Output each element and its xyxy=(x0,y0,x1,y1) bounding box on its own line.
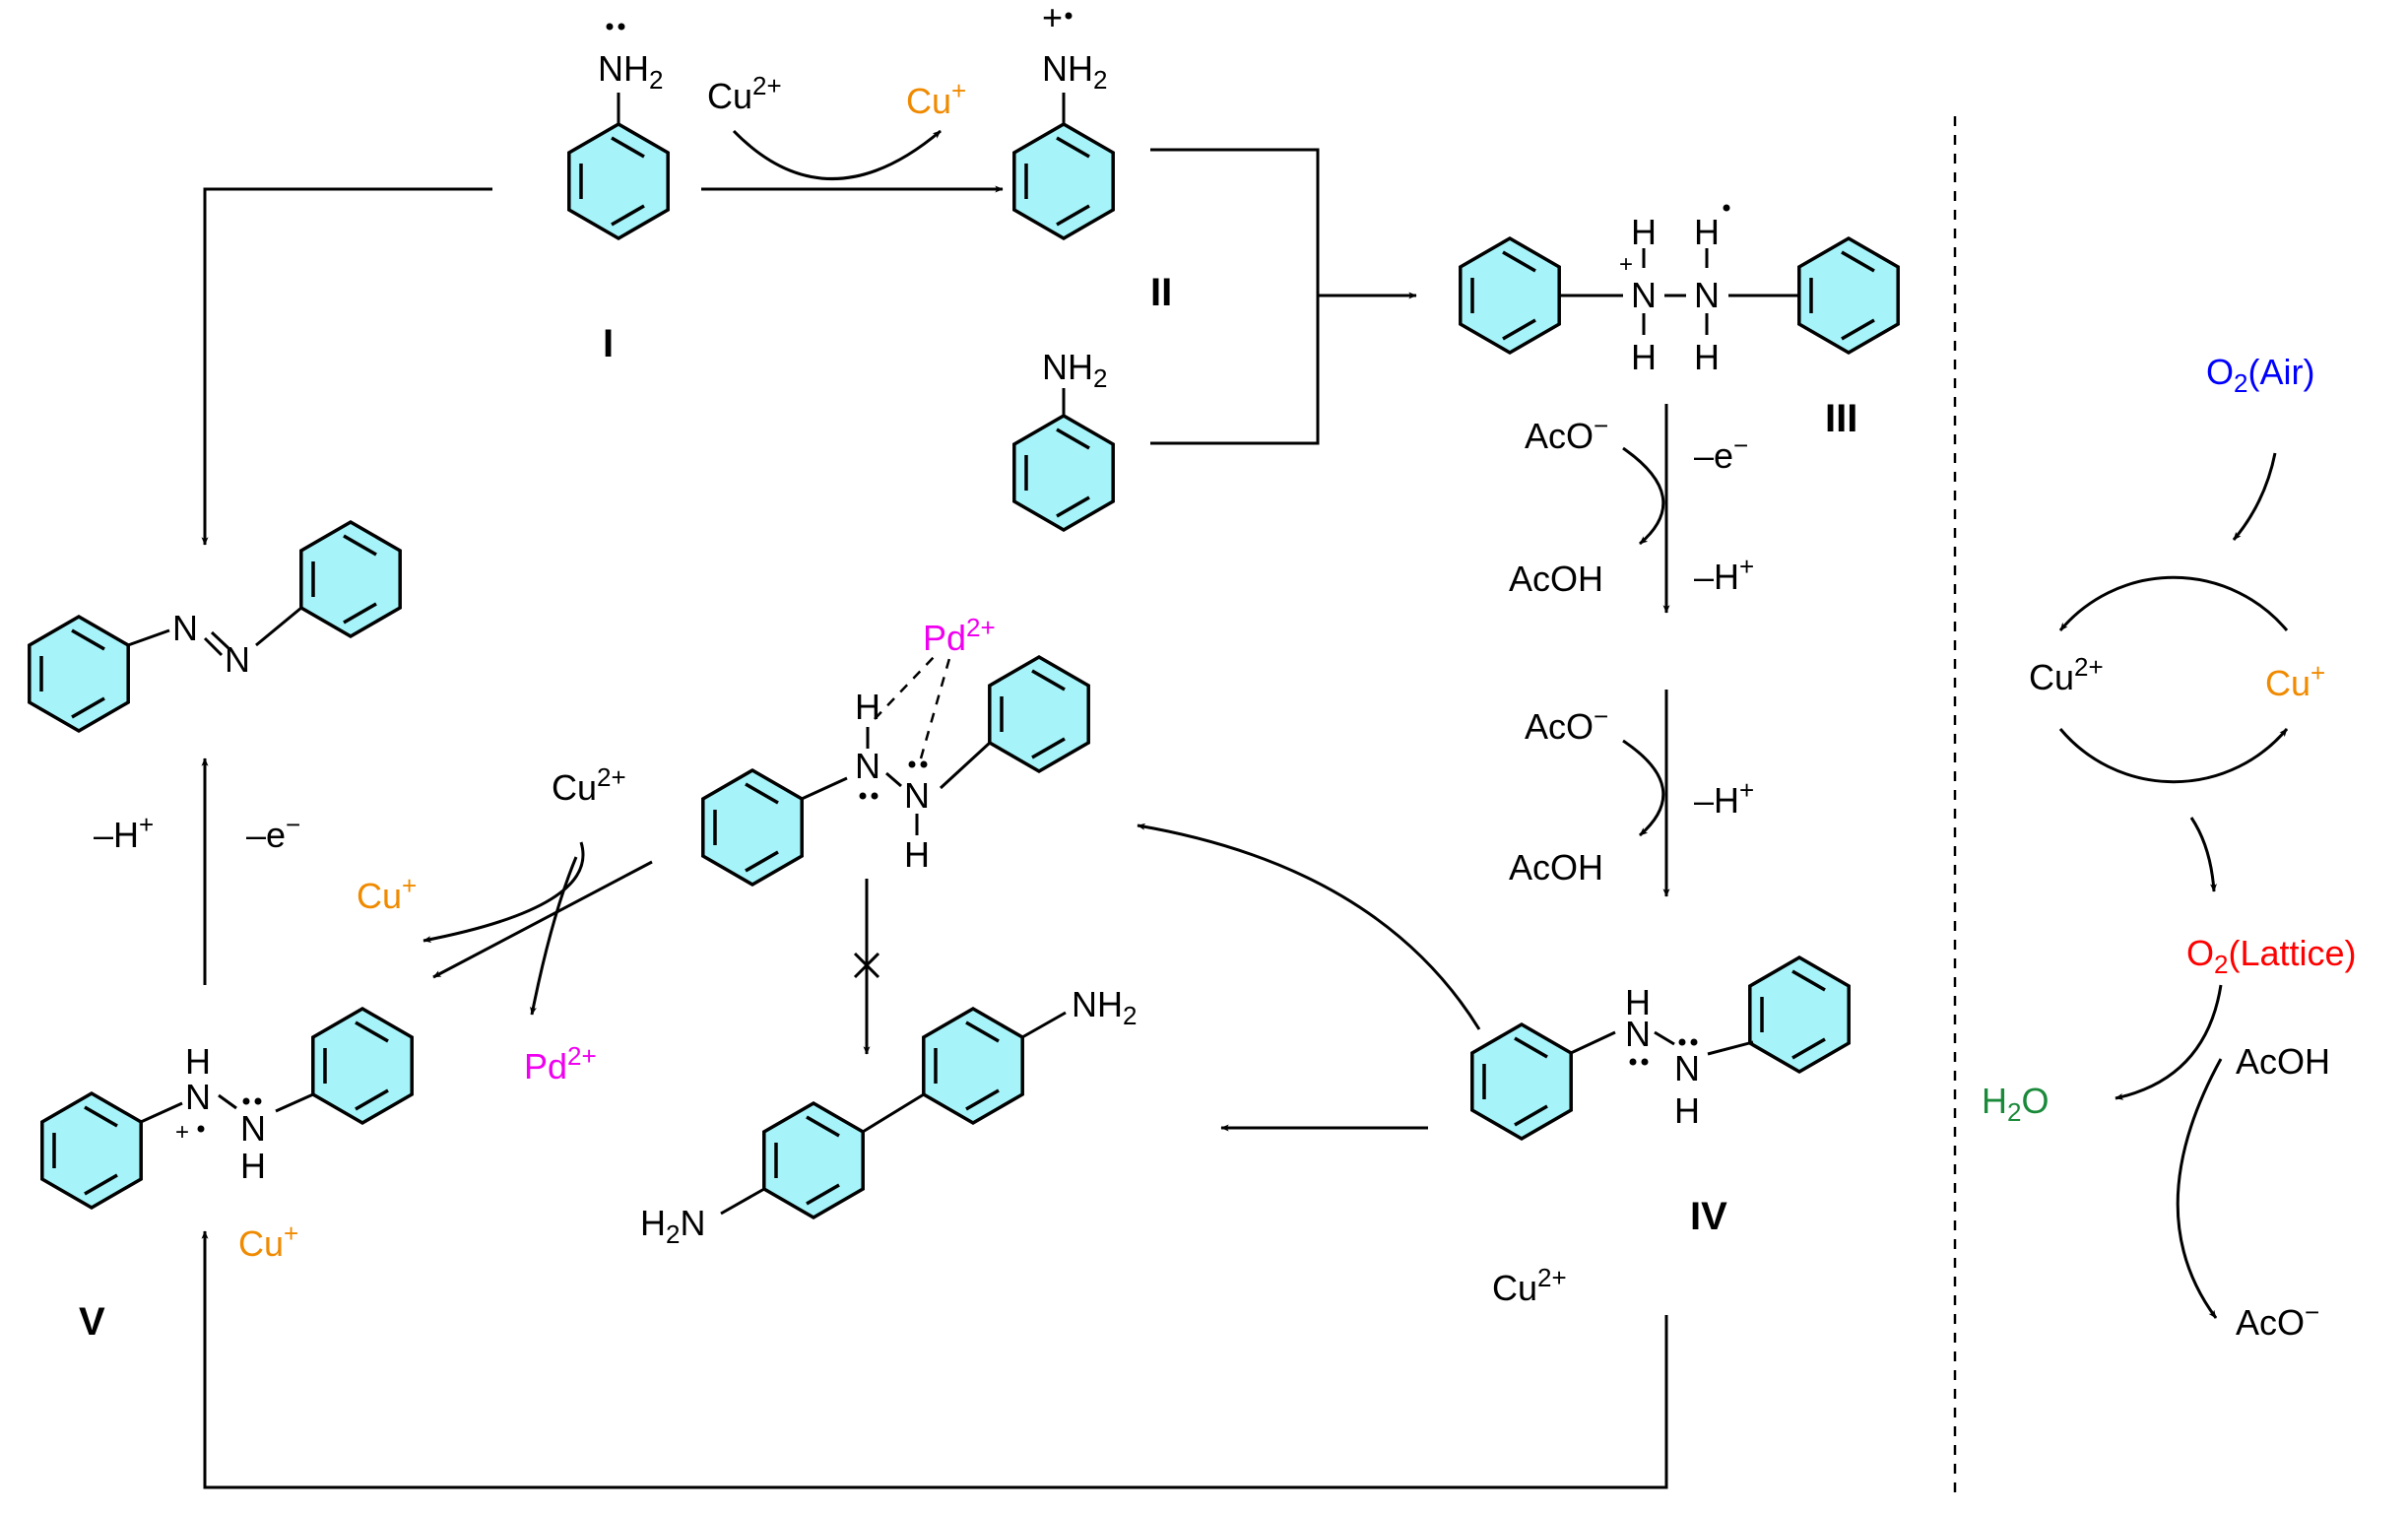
o2-lattice-label: O2(Lattice) xyxy=(2186,933,2357,979)
svg-text:NH2: NH2 xyxy=(1072,984,1137,1030)
svg-text:H: H xyxy=(1631,337,1657,377)
arrow-I-to-azobenzene xyxy=(201,187,492,546)
svg-text:–e−: –e− xyxy=(246,810,300,855)
svg-text:Cu+: Cu+ xyxy=(357,871,417,916)
svg-text:+: + xyxy=(175,1119,189,1146)
svg-text:N: N xyxy=(1694,275,1720,315)
svg-text:H: H xyxy=(1631,212,1657,252)
coupling-bracket xyxy=(1150,148,1417,445)
svg-text:N: N xyxy=(1625,1014,1651,1054)
label-I: I xyxy=(603,322,614,365)
svg-text:NH2: NH2 xyxy=(598,48,663,95)
svg-text:H: H xyxy=(855,687,880,727)
svg-text:AcO−: AcO− xyxy=(1525,701,1608,747)
svg-text:Cu+: Cu+ xyxy=(906,76,966,121)
svg-text:H2N: H2N xyxy=(640,1203,705,1249)
svg-text:H: H xyxy=(1625,982,1651,1022)
label-II: II xyxy=(1150,271,1172,314)
svg-text:N: N xyxy=(1631,275,1657,315)
compound-III-hydrazinium-radical: N N H H H H + III xyxy=(1459,204,1900,440)
compound-benzidine: NH2 H2N xyxy=(640,984,1137,1249)
oxidation-V-to-azobenzene: –H+ –e− xyxy=(94,757,300,985)
svg-text:Cu2+: Cu2+ xyxy=(707,71,782,116)
compound-IV-hydrazobenzene: N N H H IV Cu2+ xyxy=(1470,955,1851,1308)
label-IV: IV xyxy=(1690,1195,1727,1238)
svg-text:AcOH: AcOH xyxy=(1509,847,1603,888)
svg-text:Cu2+: Cu2+ xyxy=(552,762,626,808)
svg-text:Pd2+: Pd2+ xyxy=(923,613,996,658)
compound-V-radical-cation: N N H H + V Cu+ xyxy=(40,1007,414,1344)
svg-text:–e−: –e− xyxy=(1694,430,1748,476)
svg-text:+: + xyxy=(1042,0,1063,37)
svg-text:AcO−: AcO− xyxy=(1525,411,1608,456)
svg-text:N: N xyxy=(225,639,250,680)
svg-text:H: H xyxy=(1694,212,1720,252)
svg-text:N: N xyxy=(855,746,880,786)
svg-text:N: N xyxy=(240,1108,266,1149)
svg-text:AcO−: AcO− xyxy=(2236,1297,2319,1343)
svg-text:H: H xyxy=(240,1146,266,1186)
svg-text:N: N xyxy=(172,608,198,648)
svg-text:+: + xyxy=(1619,251,1633,278)
arrow-IV-to-V xyxy=(201,1230,1668,1489)
o2-air-label: O2(Air) xyxy=(2206,352,2314,398)
svg-text:Pd2+: Pd2+ xyxy=(524,1041,597,1086)
svg-text:H: H xyxy=(1694,337,1720,377)
svg-text:NH2: NH2 xyxy=(1042,48,1107,95)
svg-text:H: H xyxy=(185,1041,211,1082)
compound-I-aniline: NH2 I xyxy=(567,23,670,365)
oxidation-pd-complex-to-V: Cu2+ Cu+ Pd2+ xyxy=(357,762,653,1086)
svg-text:H: H xyxy=(904,834,930,875)
water-label: H2O xyxy=(1982,1081,2049,1127)
x-mark-icon xyxy=(853,952,880,979)
copper-regeneration-cycle: O2(Air) Cu2+ Cu+ O2(Lattice) H2O AcOH Ac… xyxy=(1982,352,2357,1343)
arrow-IV-to-pd-complex xyxy=(1137,823,1481,1030)
deprotonation-steps: AcO− AcOH –e− –H+ AcO− AcOH –H+ xyxy=(1509,404,1754,897)
svg-text:–H+: –H+ xyxy=(94,810,154,855)
svg-text:NH2: NH2 xyxy=(1042,347,1107,393)
svg-text:N: N xyxy=(185,1077,211,1117)
blocked-rearrangement-arrow xyxy=(853,879,880,1055)
svg-text:N: N xyxy=(1674,1048,1700,1088)
svg-text:–H+: –H+ xyxy=(1694,775,1754,821)
cu2-catalyst-IV: Cu2+ xyxy=(1492,1263,1567,1308)
svg-text:H: H xyxy=(1674,1090,1700,1131)
cu1-V: Cu+ xyxy=(238,1218,298,1264)
compound-II-radical-cation: + NH2 II xyxy=(1012,0,1172,314)
svg-text:Cu2+: Cu2+ xyxy=(2029,652,2104,697)
svg-text:Cu+: Cu+ xyxy=(2265,658,2325,703)
svg-text:AcOH: AcOH xyxy=(1509,559,1603,599)
compound-azobenzene: N N xyxy=(28,520,402,733)
label-V: V xyxy=(79,1300,105,1344)
svg-text:AcOH: AcOH xyxy=(2236,1041,2330,1082)
svg-text:N: N xyxy=(904,775,930,816)
oxidation-I-to-II: Cu2+ Cu+ xyxy=(701,71,1004,193)
svg-text:–H+: –H+ xyxy=(1694,552,1754,597)
compound-aniline-second: NH2 xyxy=(1012,347,1115,532)
label-III: III xyxy=(1825,397,1857,440)
pd-hydrazobenzene-complex: N N H H Pd2+ xyxy=(701,613,1090,887)
